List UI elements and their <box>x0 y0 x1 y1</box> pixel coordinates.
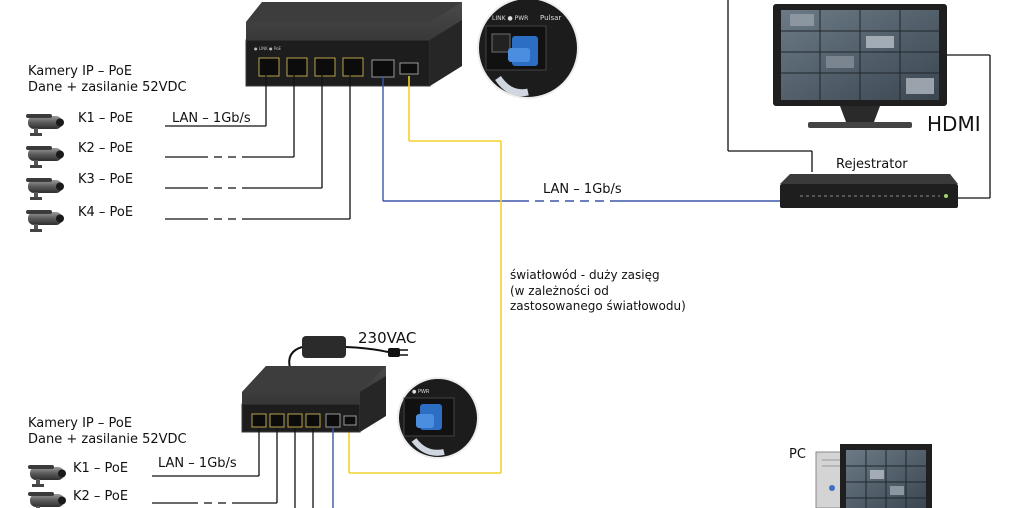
svg-text:● PWR: ● PWR <box>412 389 430 395</box>
fiber-label-line1: światłowód - duży zasięg <box>510 268 660 282</box>
top-camera-k1-label: K1 – PoE <box>78 111 133 126</box>
hdmi-cable <box>727 0 991 199</box>
bottom-heading-line2: Dane + zasilanie 52VDC <box>28 432 187 447</box>
top-lan-cable <box>382 76 780 202</box>
top-switch: ● LINK ● PoE <box>245 2 462 87</box>
bottom-switch-ports <box>251 413 357 428</box>
power-adapter <box>288 336 408 369</box>
bottom-lan-label: LAN – 1Gb/s <box>158 456 237 471</box>
bottom-camera-cables <box>152 428 314 508</box>
top-port-zoom: LINK ● PWR Pulsar <box>477 0 579 99</box>
top-camera-k4 <box>26 210 64 232</box>
bottom-camera-k2 <box>28 492 66 508</box>
hdmi-label: HDMI <box>927 112 981 136</box>
recorder-lan-label: LAN – 1Gb/s <box>543 182 622 197</box>
bottom-port-zoom: ● PWR <box>397 377 479 459</box>
top-switch-ports <box>258 57 419 78</box>
top-heading-line2: Dane + zasilanie 52VDC <box>28 80 187 95</box>
top-lan-label: LAN – 1Gb/s <box>172 111 251 126</box>
power-label: 230VAC <box>358 329 416 347</box>
fiber-label-line3: zastosowanego światłowodu) <box>510 299 686 313</box>
svg-text:LINK ● PWR: LINK ● PWR <box>492 15 528 22</box>
pc <box>815 444 932 508</box>
bottom-heading-line1: Kamery IP – PoE <box>28 416 132 431</box>
top-camera-cables <box>165 74 351 220</box>
pc-label: PC <box>789 447 806 462</box>
bottom-camera-k2-label: K2 – PoE <box>73 489 128 504</box>
bottom-camera-k1 <box>28 465 66 487</box>
top-camera-k4-label: K4 – PoE <box>78 205 133 220</box>
monitor <box>773 4 947 128</box>
svg-text:● LINK ● PoE: ● LINK ● PoE <box>254 46 282 51</box>
top-heading-line1: Kamery IP – PoE <box>28 64 132 79</box>
top-camera-k2 <box>26 146 64 168</box>
brand-logo-top: Pulsar <box>540 14 561 22</box>
fiber-cable <box>348 76 502 474</box>
top-camera-k2-label: K2 – PoE <box>78 141 133 156</box>
bottom-camera-k1-label: K1 – PoE <box>73 461 128 476</box>
recorder-label: Rejestrator <box>836 157 908 172</box>
top-camera-k3-label: K3 – PoE <box>78 172 133 187</box>
fiber-label-line2: (w zależności od <box>510 284 609 298</box>
top-camera-k3 <box>26 178 64 200</box>
top-camera-k1 <box>26 114 64 136</box>
bottom-switch <box>241 366 386 433</box>
recorder <box>780 174 958 208</box>
